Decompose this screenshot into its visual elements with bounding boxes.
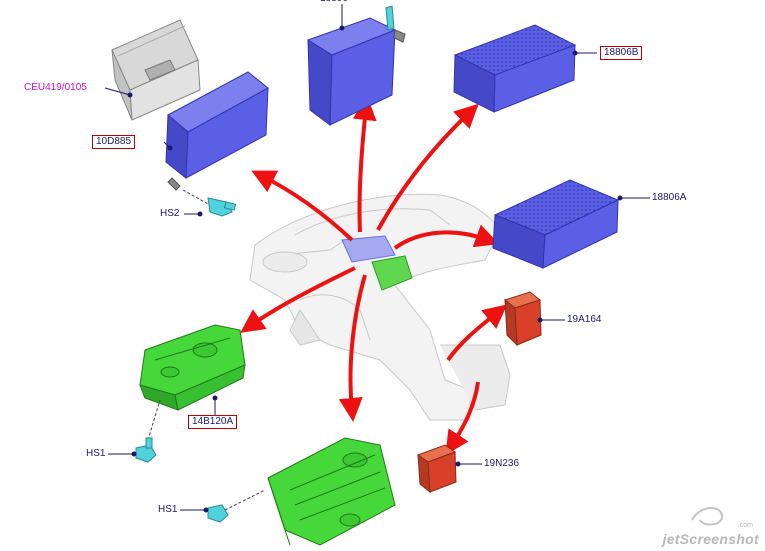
arrow-to-10d885 [251, 170, 354, 242]
watermark-logo-icon [691, 507, 724, 526]
module-19n236 [416, 444, 457, 494]
screw-hs2 [182, 189, 237, 217]
arrow-to-bottom-panel [338, 274, 367, 422]
panel-14b120a [139, 324, 246, 411]
label-18806-partial: 18806 [320, 0, 348, 5]
label-hs1-left: HS1 [86, 448, 106, 459]
watermark-domain: .com [737, 522, 753, 529]
callout-14b120a: 14B120A [188, 415, 238, 429]
label-ceu419: CEU419/0105 [24, 82, 87, 93]
label-18806a: 18806A [652, 192, 687, 203]
label-19n236: 19N236 [484, 458, 520, 469]
dashboard-outline [249, 193, 511, 421]
arrow-to-18806b [376, 103, 479, 231]
module-18806-top [306, 5, 406, 126]
arrow-to-19a164 [446, 304, 508, 362]
panel-bottom-green [267, 437, 396, 546]
screw-hs1-bottom [207, 489, 266, 523]
dash-center-modules [341, 235, 413, 291]
label-hs2: HS2 [160, 208, 180, 219]
ceu-module [111, 19, 201, 121]
module-18806b [453, 24, 577, 113]
arrow-to-18806-top [352, 96, 377, 233]
module-18806a [492, 179, 620, 269]
arrow-to-19n236 [445, 381, 480, 456]
arrow-to-18806a [393, 224, 500, 250]
arrow-to-14b120a [240, 266, 356, 333]
screw-hs1-left [135, 399, 161, 463]
watermark-text: jetScreenshot [662, 531, 759, 547]
leader-lines [104, 4, 650, 513]
red-arrows [240, 96, 508, 456]
callout-18806b: 18806B [600, 46, 643, 60]
module-19a164 [503, 291, 542, 347]
label-19a164: 19A164 [567, 314, 602, 325]
callout-10d885: 10D885 [92, 135, 136, 149]
label-hs1-bottom: HS1 [158, 504, 178, 515]
module-10d885 [165, 71, 269, 191]
